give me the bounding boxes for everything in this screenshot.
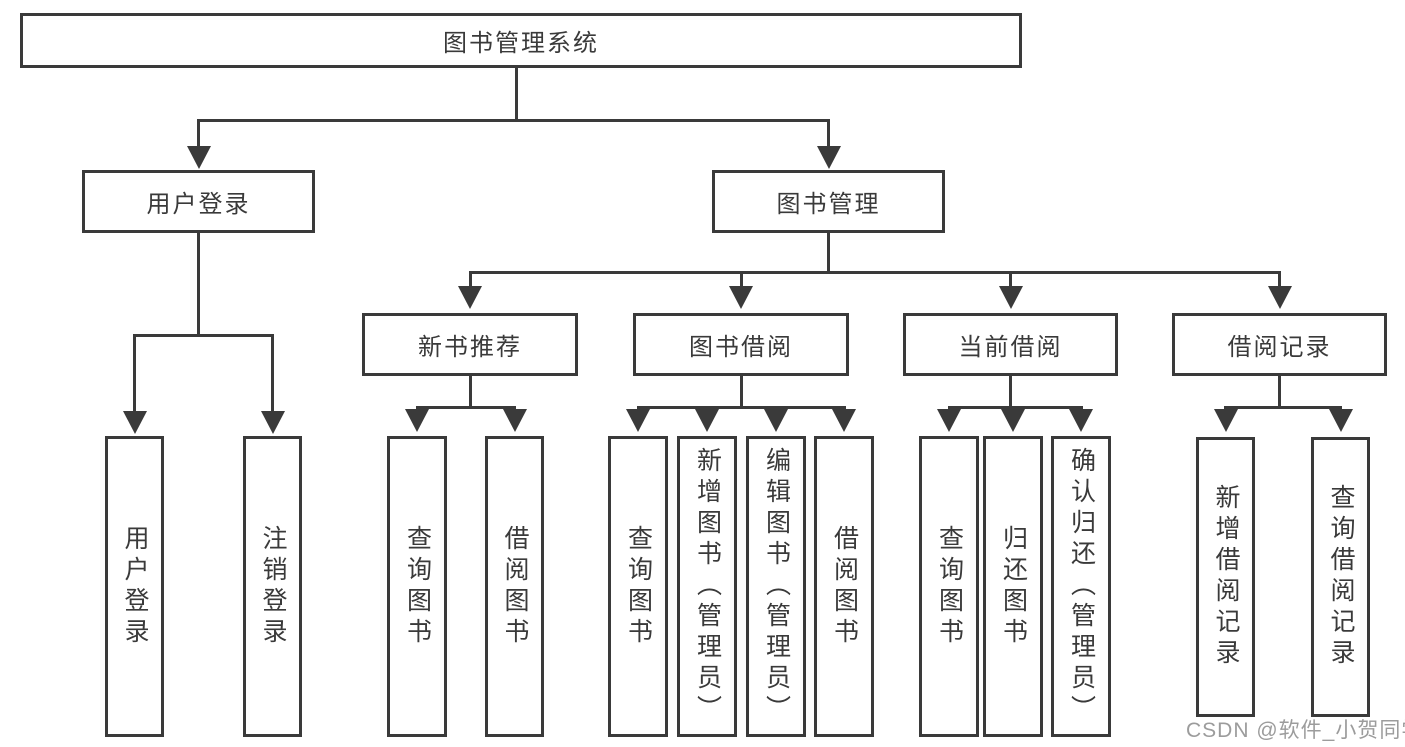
connector-level3-hbar [469,271,1281,274]
leaf-confirm-return-admin-label: 确认归还（管理员） [1067,447,1096,726]
connector-borrow-records-hbar [1224,406,1342,409]
arrow-to-leaf-query-books-3 [937,409,961,432]
connector-current-borrow-trunk [1009,376,1012,409]
node-root: 图书管理系统 [20,13,1022,68]
connector-stem-new-book [469,271,472,287]
connector-root-trunk [515,68,518,122]
node-book-borrow-label: 图书借阅 [689,334,793,361]
leaf-edit-book-admin: 编辑图书（管理员） [746,436,806,737]
leaf-borrow-books-1-label: 借阅图书 [501,524,529,649]
arrow-to-borrow-records [1268,286,1292,309]
connector-level2-hbar [197,119,830,122]
leaf-edit-book-admin-label: 编辑图书（管理员） [762,447,791,726]
leaf-query-books-2: 查询图书 [608,436,668,737]
arrow-to-leaf-query-books-2 [626,409,650,432]
arrow-to-leaf-edit-book [764,409,788,432]
leaf-user-login-label: 用户登录 [121,524,149,649]
arrow-to-leaf-borrow-books-1 [503,409,527,432]
arrow-to-book-borrow [729,286,753,309]
arrow-to-current-borrow [999,286,1023,309]
arrow-to-leaf-confirm-return [1069,409,1093,432]
leaf-borrow-books-1: 借阅图书 [485,436,544,737]
leaf-return-books-label: 归还图书 [999,524,1028,649]
leaf-logout-label: 注销登录 [259,524,287,649]
leaf-query-borrow-record-label: 查询借阅记录 [1327,484,1355,670]
arrow-to-leaf-add-book [695,409,719,432]
arrow-to-leaf-borrow-books-2 [832,409,856,432]
leaf-borrow-books-2: 借阅图书 [814,436,874,737]
node-current-borrow: 当前借阅 [903,313,1118,376]
connector-book-borrow-trunk [740,376,743,409]
node-current-borrow-label: 当前借阅 [958,334,1063,361]
arrow-to-leaf-add-record [1214,409,1238,432]
node-borrow-records: 借阅记录 [1172,313,1387,376]
leaf-user-login: 用户登录 [105,436,164,737]
connector-stem-user-login [197,119,200,149]
connector-stem-leaf-login [133,334,136,412]
connector-stem-book-management [827,119,830,149]
connector-stem-borrow-records [1278,271,1281,287]
leaf-logout: 注销登录 [243,436,302,737]
arrow-to-leaf-return-books [1001,409,1025,432]
arrow-to-leaf-logout [261,411,285,434]
arrow-to-leaf-query-books-1 [405,409,429,432]
leaf-add-book-admin: 新增图书（管理员） [677,436,737,737]
leaf-query-books-1-label: 查询图书 [403,524,432,649]
node-new-book-recommend: 新书推荐 [362,313,578,376]
node-book-management: 图书管理 [712,170,945,233]
watermark: CSDN @软件_小贺同学 [1186,719,1405,742]
leaf-query-books-3: 查询图书 [919,436,979,737]
connector-current-borrow-hbar [948,406,1083,409]
leaf-query-books-2-label: 查询图书 [624,524,653,649]
leaf-add-book-admin-label: 新增图书（管理员） [693,447,722,726]
leaf-query-books-1: 查询图书 [387,436,447,737]
leaf-confirm-return-admin: 确认归还（管理员） [1051,436,1111,737]
connector-borrow-records-trunk [1278,376,1281,409]
node-root-label: 图书管理系统 [443,30,599,57]
connector-book-management-trunk [827,233,830,274]
node-borrow-records-label: 借阅记录 [1227,334,1332,361]
connector-stem-book-borrow [740,271,743,287]
connector-stem-leaf-logout [271,334,274,412]
node-book-management-label: 图书管理 [776,191,881,218]
connector-user-login-hbar [133,334,274,337]
connector-stem-current-borrow [1009,271,1012,287]
leaf-add-borrow-record: 新增借阅记录 [1196,437,1255,717]
leaf-return-books: 归还图书 [983,436,1043,737]
connector-new-book-hbar [416,406,516,409]
node-user-login: 用户登录 [82,170,315,233]
node-user-login-label: 用户登录 [146,191,251,218]
connector-user-login-trunk [197,233,200,337]
leaf-borrow-books-2-label: 借阅图书 [830,524,859,649]
leaf-query-books-3-label: 查询图书 [935,524,964,649]
arrow-to-new-book [458,286,482,309]
leaf-query-borrow-record: 查询借阅记录 [1311,437,1370,717]
connector-new-book-trunk [469,376,472,409]
connector-book-borrow-hbar [637,406,846,409]
arrow-to-book-management [817,146,841,169]
arrow-to-leaf-query-record [1329,409,1353,432]
node-book-borrow: 图书借阅 [633,313,849,376]
node-new-book-recommend-label: 新书推荐 [418,334,522,361]
arrow-to-leaf-login [123,411,147,434]
leaf-add-borrow-record-label: 新增借阅记录 [1212,484,1240,670]
arrow-to-user-login [187,146,211,169]
